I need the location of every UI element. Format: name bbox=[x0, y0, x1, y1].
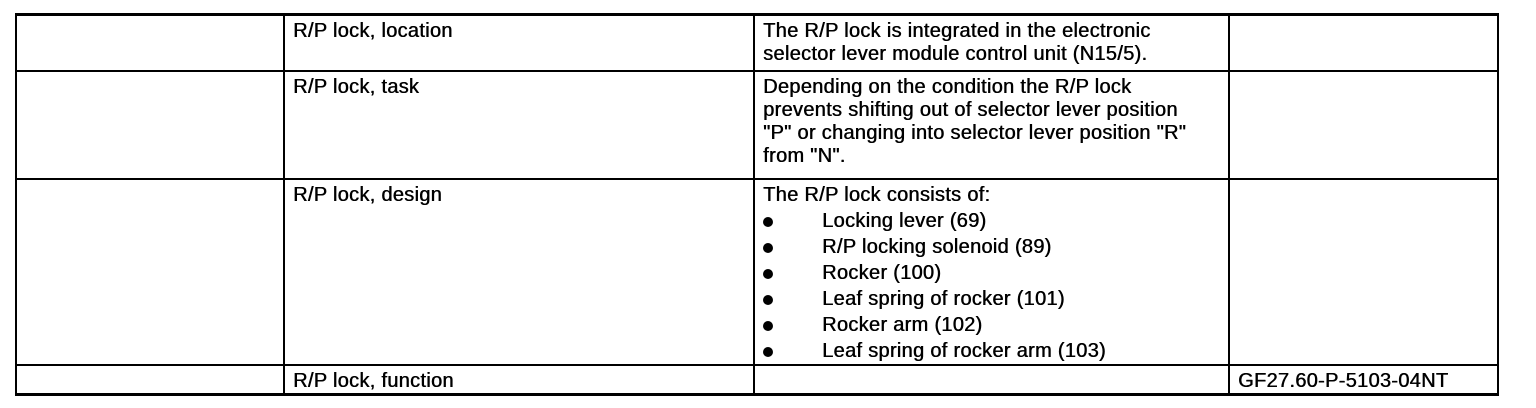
rp-lock-spec-table: R/P lock, location The R/P lock is integ… bbox=[15, 13, 1499, 396]
table-row-task: R/P lock, task Depending on the conditio… bbox=[15, 69, 1499, 180]
description-cell: The R/P lock consists of: Locking lever … bbox=[753, 177, 1230, 366]
table-row-function: R/P lock, function GF27.60-P-5103-04NT bbox=[15, 363, 1499, 395]
description-cell bbox=[753, 363, 1230, 395]
part-item: Rocker arm (102) bbox=[763, 314, 1222, 337]
part-item-text: Leaf spring of rocker (101) bbox=[822, 287, 1065, 310]
description-cell: Depending on the condition the R/P lock … bbox=[753, 69, 1230, 180]
label-cell: R/P lock, design bbox=[283, 177, 755, 366]
bullet-icon bbox=[763, 294, 773, 305]
part-item-text: Rocker arm (102) bbox=[822, 313, 983, 336]
description-text: The R/P lock is integrated in the electr… bbox=[763, 20, 1151, 65]
bullet-icon bbox=[763, 346, 773, 357]
description-text: Depending on the condition the R/P lock … bbox=[763, 75, 1187, 167]
part-item: R/P locking solenoid (89) bbox=[763, 236, 1222, 259]
table-row-location: R/P lock, location The R/P lock is integ… bbox=[15, 13, 1499, 72]
ref-cell bbox=[1228, 69, 1499, 180]
ref-cell bbox=[1228, 13, 1499, 72]
part-item-text: Rocker (100) bbox=[822, 261, 942, 284]
bullet-icon bbox=[763, 268, 773, 279]
part-item-text: Leaf spring of rocker arm (103) bbox=[822, 339, 1106, 362]
empty-cell bbox=[15, 363, 285, 395]
empty-cell bbox=[15, 177, 285, 366]
doc-number-cell: GF27.60-P-5103-04NT bbox=[1228, 363, 1499, 395]
parts-list: Locking lever (69) R/P locking solenoid … bbox=[763, 210, 1222, 363]
part-item: Rocker (100) bbox=[763, 262, 1222, 285]
label-cell: R/P lock, function bbox=[283, 363, 755, 395]
bullet-icon bbox=[763, 242, 773, 253]
bullet-icon bbox=[763, 216, 773, 227]
label-cell: R/P lock, task bbox=[283, 69, 755, 180]
part-item: Leaf spring of rocker (101) bbox=[763, 288, 1222, 311]
part-item: Leaf spring of rocker arm (103) bbox=[763, 340, 1222, 363]
ref-cell bbox=[1228, 177, 1499, 366]
part-item-text: R/P locking solenoid (89) bbox=[822, 235, 1052, 258]
bullet-icon bbox=[763, 320, 773, 331]
table-row-design: R/P lock, design The R/P lock consists o… bbox=[15, 177, 1499, 366]
part-item-text: Locking lever (69) bbox=[822, 209, 987, 232]
empty-cell bbox=[15, 69, 285, 180]
description-intro: The R/P lock consists of: bbox=[763, 183, 991, 206]
part-item: Locking lever (69) bbox=[763, 210, 1222, 233]
label-cell: R/P lock, location bbox=[283, 13, 755, 72]
empty-cell bbox=[15, 13, 285, 72]
description-cell: The R/P lock is integrated in the electr… bbox=[753, 13, 1230, 72]
